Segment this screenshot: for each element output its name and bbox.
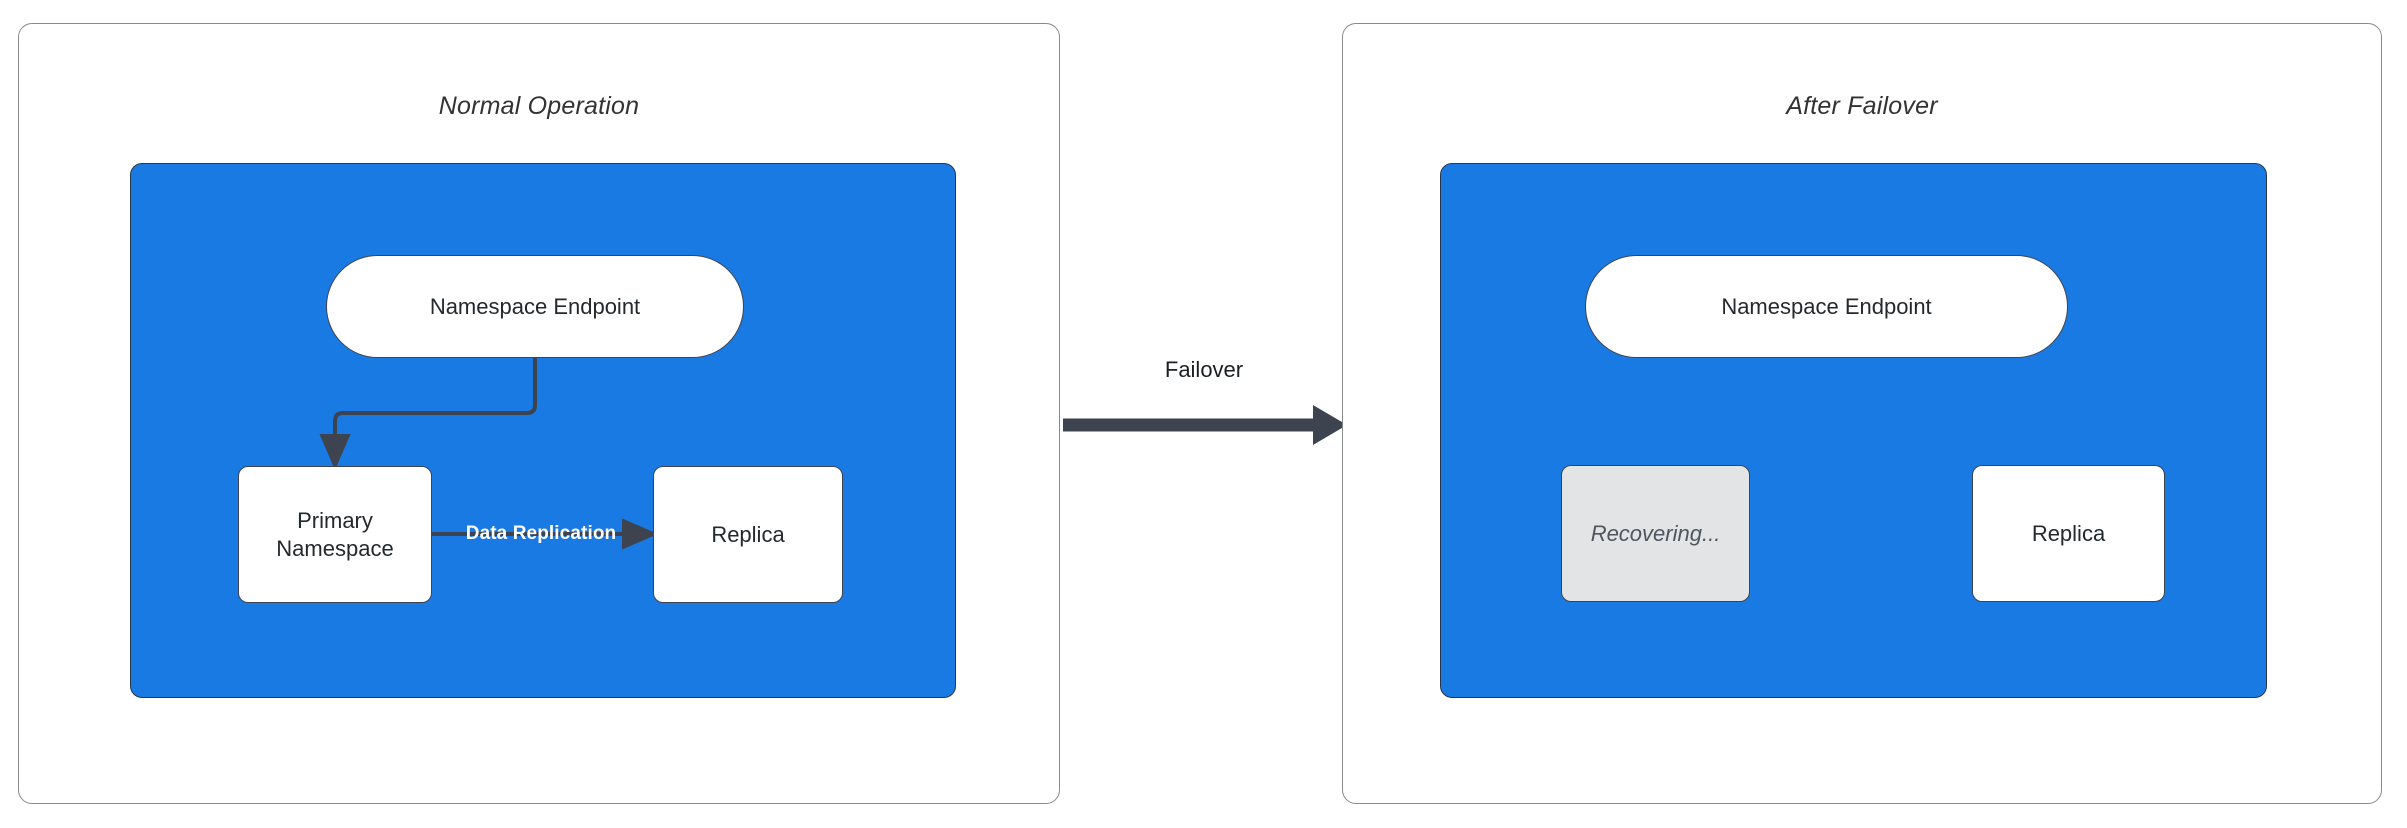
cluster-left-region: [130, 163, 956, 698]
cluster-right-region: [1440, 163, 2267, 698]
node-label-primary-line1: Primary: [297, 508, 373, 533]
panel-title-normal-operation: Normal Operation: [438, 92, 640, 120]
node-replica-left[interactable]: Replica: [653, 466, 843, 603]
node-namespace-endpoint-right[interactable]: Namespace Endpoint: [1585, 255, 2068, 358]
node-label-replica-left: Replica: [711, 521, 785, 547]
node-label-replica-right: Replica: [2031, 520, 2106, 546]
node-label-recovering: Recovering...: [1590, 520, 1721, 546]
node-namespace-endpoint-left[interactable]: Namespace Endpoint: [326, 255, 744, 358]
node-primary-namespace[interactable]: Primary Namespace: [238, 466, 432, 603]
transition-label-failover: Failover: [1164, 357, 1244, 382]
node-label-namespace-endpoint-left: Namespace Endpoint: [429, 293, 641, 319]
node-replica-right[interactable]: Replica: [1972, 465, 2165, 602]
edge-label-data-replication: Data Replication: [465, 523, 617, 544]
panel-title-after-failover: After Failover: [1786, 92, 1938, 120]
node-recovering[interactable]: Recovering...: [1561, 465, 1750, 602]
transition-arrow-failover: [1063, 405, 1347, 445]
node-label-primary-line2: Namespace: [276, 535, 394, 561]
node-label-namespace-endpoint-right: Namespace Endpoint: [1721, 293, 1932, 319]
